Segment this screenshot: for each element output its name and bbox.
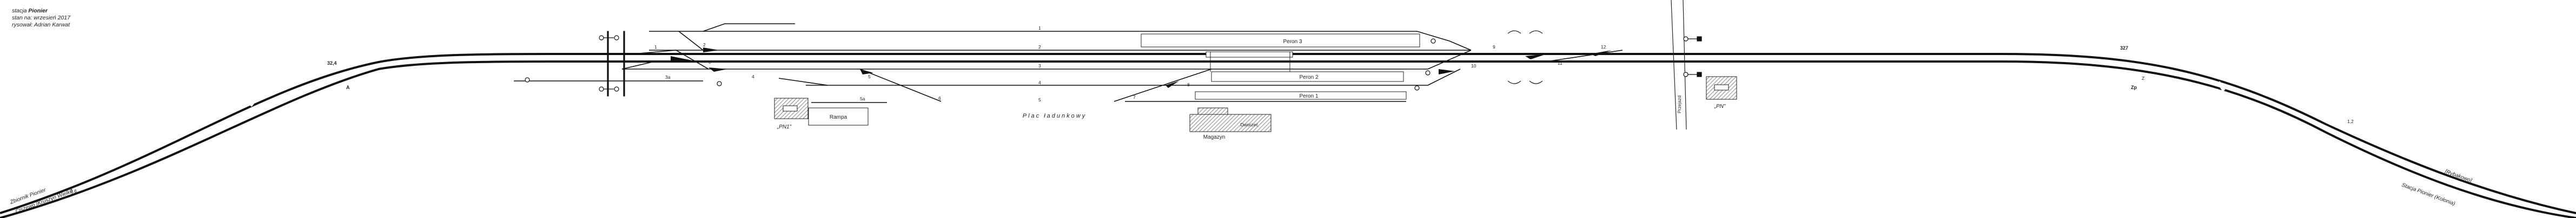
peron1-label: Peron 1 bbox=[1299, 93, 1318, 99]
track-5a-label: 5a bbox=[860, 96, 865, 101]
peron3-label: Peron 3 bbox=[1283, 39, 1302, 45]
switch-10-label: 10 bbox=[1471, 63, 1476, 69]
rampa-label: Rampa bbox=[830, 114, 847, 120]
switch-5-label: 5 bbox=[868, 74, 871, 79]
switch-6-label: 6 bbox=[938, 96, 941, 101]
main-line-lower bbox=[0, 60, 2576, 218]
track-3-label: 3 bbox=[1038, 63, 1041, 69]
switch-4 bbox=[860, 69, 873, 74]
info-prefix: stacja bbox=[12, 8, 27, 14]
switch-1-label: 1 bbox=[654, 44, 657, 50]
station-info: stacja Pionier stan na: wrzesień 2017 ry… bbox=[12, 8, 70, 29]
chainage-left-top: 32,4 bbox=[327, 60, 337, 66]
switch-7-label: 7 bbox=[1133, 94, 1136, 100]
magazyn-label: Magazyn bbox=[1203, 134, 1226, 140]
track-1-label: 4 bbox=[1038, 80, 1041, 85]
dworzec bbox=[1189, 114, 1272, 132]
platform-1 bbox=[1195, 91, 1407, 100]
chainage-right-top: 327 bbox=[2120, 45, 2128, 51]
switch-5 bbox=[1439, 69, 1455, 74]
track-5-label: 5 bbox=[1038, 97, 1041, 103]
chainage-right-mid: Zp bbox=[2131, 85, 2137, 90]
line-break-marks bbox=[249, 81, 2226, 107]
switch-2 bbox=[703, 47, 719, 52]
track-2-label: 2 bbox=[1038, 44, 1041, 50]
km-left: 0,6 bbox=[70, 188, 77, 194]
switch-7 bbox=[1525, 54, 1547, 59]
signal-east-entry: Z bbox=[2142, 76, 2144, 81]
platforms bbox=[808, 33, 1420, 126]
switch-8 bbox=[1166, 81, 1179, 88]
switch-3-label: 3 bbox=[708, 59, 711, 65]
switch-markers bbox=[671, 47, 1612, 88]
km-right: 1,2 bbox=[2347, 119, 2354, 124]
crossing bbox=[1507, 0, 1687, 130]
info-date: stan na: wrzesień 2017 bbox=[12, 15, 70, 21]
switch-2-label: 2 bbox=[703, 42, 706, 47]
track-4-label: 1 bbox=[1038, 25, 1041, 31]
switch-1 bbox=[671, 56, 698, 62]
dworzec-label: Dworzec bbox=[1240, 122, 1259, 127]
shelter bbox=[1206, 51, 1293, 58]
info-author: rysował: Adrian Karwat bbox=[12, 22, 70, 28]
main-lines bbox=[0, 53, 2576, 218]
rampa-block bbox=[808, 107, 869, 126]
station-name: Pionier bbox=[28, 8, 48, 14]
platform-2 bbox=[1211, 71, 1404, 82]
main-line-upper bbox=[0, 53, 2576, 214]
nastawnia-west-label: „PN1" bbox=[777, 124, 792, 130]
switch-3 bbox=[708, 67, 727, 72]
track-3a-label: 3a bbox=[665, 74, 671, 80]
signals bbox=[525, 31, 1702, 97]
nastawnia-east-label: „PN" bbox=[1714, 104, 1726, 110]
signal-west-entry: A bbox=[346, 85, 350, 90]
platform-3 bbox=[1141, 33, 1420, 47]
plac-label: Plac ładunkowy bbox=[1023, 113, 1087, 119]
peron2-label: Peron 2 bbox=[1299, 74, 1318, 80]
switch-11-label: 11 bbox=[1558, 60, 1562, 66]
switch-8-label: 8 bbox=[1187, 82, 1190, 87]
magazyn bbox=[1197, 107, 1228, 115]
przejazd-label: Przejazd bbox=[1677, 96, 1682, 113]
station-tracks bbox=[514, 23, 1623, 103]
hatched-buildings bbox=[774, 76, 1737, 132]
switch-12-label: 12 bbox=[1601, 44, 1606, 50]
switch-6 bbox=[1590, 50, 1612, 56]
switch-9-label: 9 bbox=[1493, 44, 1495, 50]
switch-4-label: 4 bbox=[752, 74, 754, 79]
